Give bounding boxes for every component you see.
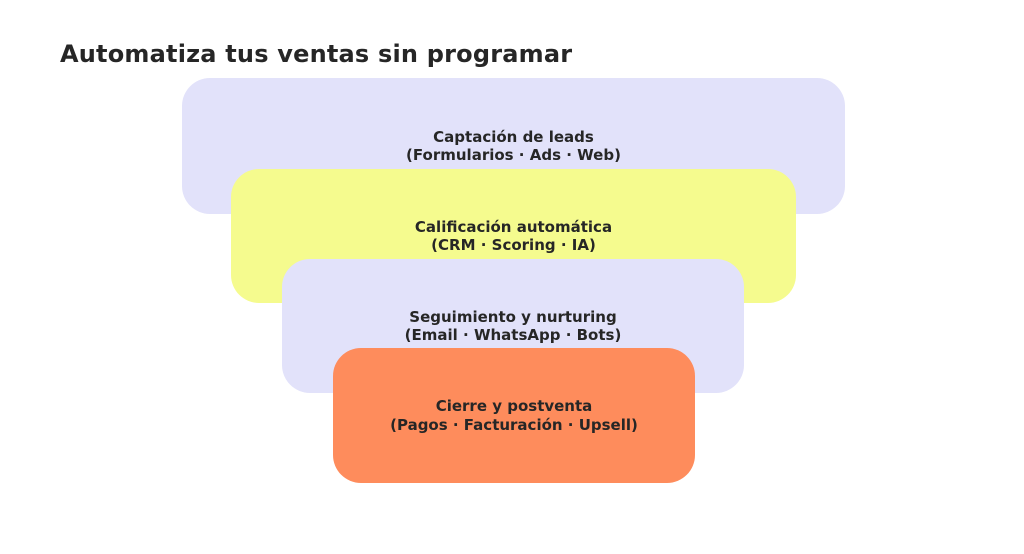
stage-label: Calificación automática [414,217,613,236]
stage-label: Captación de leads [433,127,594,146]
stage-label: Seguimiento y nurturing [409,307,617,326]
stage-sublabel: (Email · WhatsApp · Bots) [404,326,622,344]
diagram-title: Automatiza tus ventas sin programar [60,40,573,68]
funnel-stage-closing: Cierre y postventa (Pagos · Facturación … [333,348,695,483]
stage-sublabel: (CRM · Scoring · IA) [431,236,596,254]
stage-sublabel: (Formularios · Ads · Web) [406,146,621,164]
stage-label: Cierre y postventa [435,397,593,415]
stage-sublabel: (Pagos · Facturación · Upsell) [390,415,638,434]
